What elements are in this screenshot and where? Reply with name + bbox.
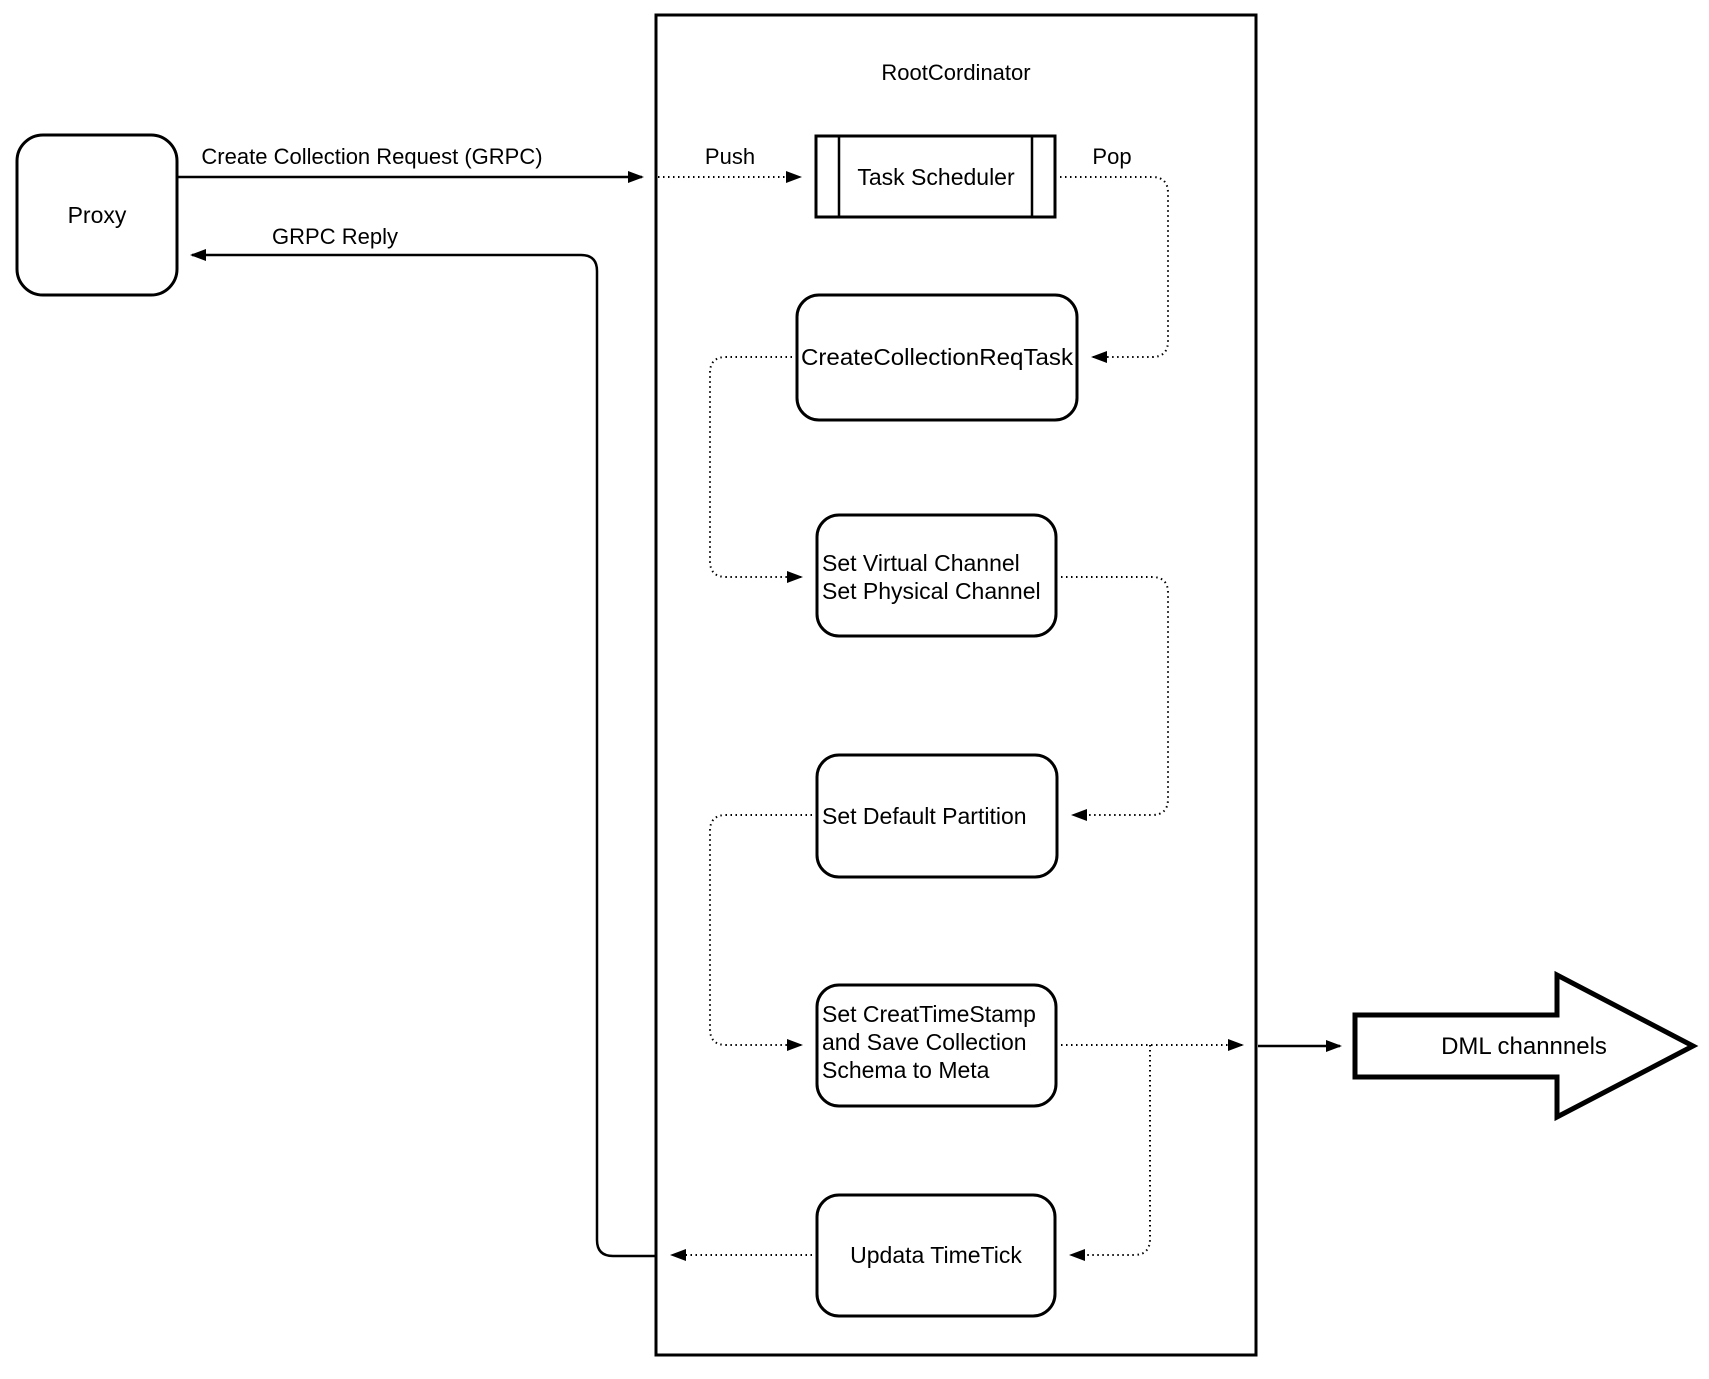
root-coordinator-container bbox=[654, 13, 1258, 1357]
set-channels-line-1: Set Virtual Channel bbox=[822, 550, 1020, 576]
set-channels-node bbox=[815, 513, 1058, 638]
dml-channels-arrow bbox=[1352, 970, 1699, 1122]
edge-create-collection-request-label: Create Collection Request (GRPC) bbox=[201, 144, 542, 169]
proxy-label: Proxy bbox=[68, 202, 127, 228]
edge-grpc-reply-label: GRPC Reply bbox=[272, 224, 398, 249]
edge-partition-to-timestamp bbox=[709, 814, 817, 1051]
set-creat-timestamp-line-1: Set CreatTimeStamp bbox=[822, 1001, 1036, 1027]
root-coordinator-title: RootCordinator bbox=[881, 60, 1030, 85]
edge-pop-label: Pop bbox=[1092, 144, 1131, 169]
set-channels-line-2: Set Physical Channel bbox=[822, 578, 1041, 604]
edge-push-label: Push bbox=[705, 144, 755, 169]
edge-grpc-reply bbox=[190, 249, 656, 1258]
updata-timetick-label: Updata TimeTick bbox=[850, 1242, 1022, 1268]
task-scheduler-node bbox=[814, 134, 1057, 219]
dml-channels-label: DML channnels bbox=[1441, 1033, 1607, 1060]
edge-reqtask-to-channels bbox=[709, 356, 803, 583]
edge-pop bbox=[1055, 176, 1169, 363]
set-default-partition-label: Set Default Partition bbox=[822, 803, 1027, 829]
create-collection-req-task-label: CreateCollectionReqTask bbox=[801, 344, 1074, 370]
set-creat-timestamp-line-3: Schema to Meta bbox=[822, 1057, 990, 1083]
proxy-node bbox=[15, 133, 179, 297]
set-creat-timestamp-line-2: and Save Collection bbox=[822, 1029, 1027, 1055]
task-scheduler-label: Task Scheduler bbox=[857, 164, 1015, 190]
